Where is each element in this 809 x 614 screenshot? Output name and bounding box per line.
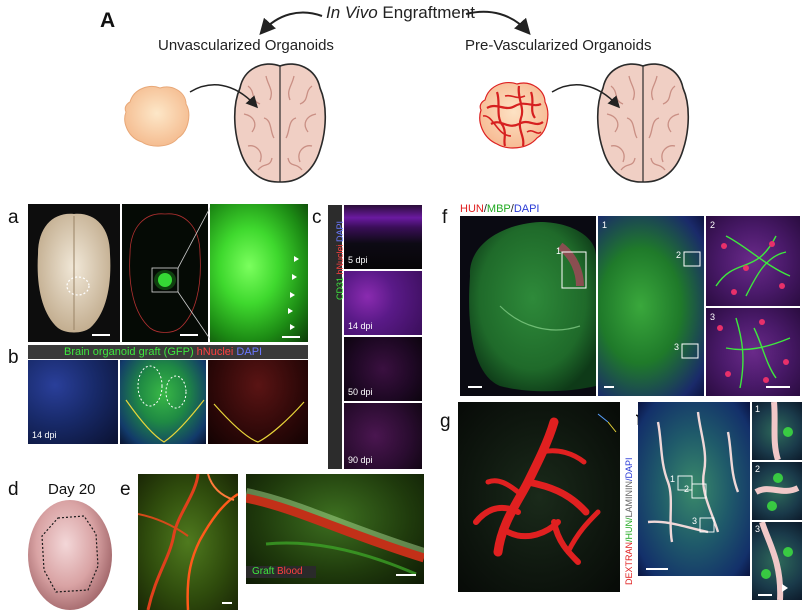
panel-letter-f: f xyxy=(442,207,448,228)
f-zoom-region-2: 2 xyxy=(706,216,800,306)
unvascularized-label: Unvascularized Organoids xyxy=(158,37,334,54)
e-intravital-image-1 xyxy=(138,474,238,610)
cranial-window-photo xyxy=(28,500,112,610)
fluorescent-brain-outline xyxy=(122,204,208,342)
panel-c-sidebar xyxy=(328,205,342,469)
h-box-number-3: 3 xyxy=(692,516,698,526)
legend-laminin: LAMININ xyxy=(624,480,634,518)
legend-hun: HUN xyxy=(460,203,484,215)
legend-h-dapi: /DAPI xyxy=(624,457,634,481)
legend-slash-1: / xyxy=(483,203,487,215)
h-box-number-1: 1 xyxy=(670,474,676,484)
in-vivo-italic: In Vivo xyxy=(326,3,378,22)
legend-mbp: MBP xyxy=(486,203,511,215)
scale-bar xyxy=(468,386,482,388)
e-intravital-image-2 xyxy=(246,474,424,584)
scale-bar xyxy=(282,336,300,338)
h-zoom-number-1: 1 xyxy=(755,404,761,414)
graft-arrow-right xyxy=(551,84,621,109)
graft-arrow-left xyxy=(189,84,259,109)
panel-f-legend: HUN/MBP/DAPI xyxy=(460,203,540,215)
h-zoom-number-3: 3 xyxy=(755,524,761,534)
h-zoom-3: 3 xyxy=(752,522,802,600)
c-timepoint-90: 90 dpi xyxy=(348,455,373,465)
b-timepoint: 14 dpi xyxy=(32,430,57,440)
h-zoom-1: 1 xyxy=(752,402,802,460)
prevascularized-organoid xyxy=(479,81,549,149)
legend-blood: Blood xyxy=(274,566,303,577)
g-3d-vessel-render xyxy=(458,402,620,592)
scale-bar xyxy=(604,386,614,388)
c-image-14dpi: 14 dpi xyxy=(344,271,422,335)
panel-letter-d: d xyxy=(8,479,19,500)
panel-letter-g: g xyxy=(440,411,451,432)
scale-bar xyxy=(646,568,668,570)
h-box-number-2: 2 xyxy=(684,484,690,494)
legend-dextran: DEXTRAN xyxy=(624,541,634,585)
scale-bar xyxy=(222,602,232,604)
unvascularized-organoid xyxy=(124,86,190,147)
f-zoom-region-1: 1 2 3 xyxy=(598,216,704,396)
engraftment-text: Engraftment xyxy=(377,3,475,22)
f-inset-number-1: 1 xyxy=(602,220,608,230)
c-image-50dpi: 50 dpi xyxy=(344,337,422,401)
h-zoom-2: 2 xyxy=(752,462,802,520)
f-zoom-region-3: 3 xyxy=(706,308,800,396)
b-dapi-image: 14 dpi xyxy=(28,360,118,444)
legend-gfp: Brain organoid graft (GFP) xyxy=(64,346,194,358)
scale-bar xyxy=(396,574,416,576)
zoom-lines-a xyxy=(178,204,212,342)
brain-schematic-right xyxy=(596,63,690,183)
panel-letter-b: b xyxy=(8,347,19,368)
scale-bar xyxy=(758,594,772,596)
in-vivo-engraftment-label: In Vivo Engraftment xyxy=(326,3,475,23)
h-zoom-number-2: 2 xyxy=(755,464,761,474)
scale-bar xyxy=(766,386,790,388)
h-vascular-section: 1 2 3 xyxy=(638,402,750,576)
legend-graft: Graft xyxy=(252,566,275,577)
b-merged-image xyxy=(120,360,206,444)
scale-bar xyxy=(92,334,110,336)
panel-e-legend-bar xyxy=(246,566,316,578)
f-inset-number-2: 2 xyxy=(710,220,716,230)
legend-hnuclei: hNuclei xyxy=(193,346,234,358)
f-inset-number-1-overview: 1 xyxy=(556,246,562,256)
panel-e-legend: Graft Blood xyxy=(252,566,303,577)
panel-letter-a: a xyxy=(8,207,19,228)
panel-h-side-label: DEXTRAN/HUN/LAMININ/DAPI xyxy=(624,457,634,585)
whole-brain-photo xyxy=(28,204,120,342)
c-timepoint-5: 5 dpi xyxy=(348,255,368,265)
f-inset-number-3-box: 3 xyxy=(674,342,680,352)
legend-slash-2: / xyxy=(510,203,514,215)
c-image-5dpi: 5 dpi xyxy=(344,205,422,269)
panel-h-sidebar xyxy=(622,402,636,610)
brain-schematic-left xyxy=(233,63,327,183)
f-coronal-section: 1 xyxy=(460,216,596,396)
c-timepoint-14: 14 dpi xyxy=(348,321,373,331)
f-inset-number-3: 3 xyxy=(710,312,716,322)
prevascularized-label: Pre-Vascularized Organoids xyxy=(465,37,652,54)
panel-letter-e: e xyxy=(120,479,131,500)
engraftment-arrows xyxy=(259,10,531,35)
f-inset-number-2-box: 2 xyxy=(676,250,682,260)
graft-zoom-green xyxy=(210,204,308,342)
scale-bar xyxy=(180,334,198,336)
day-label: Day 20 xyxy=(48,481,96,498)
panel-letter-A: A xyxy=(100,9,116,32)
panel-b-legend: Brain organoid graft (GFP) hNuclei DAPI xyxy=(64,346,262,358)
legend-dapi: DAPI xyxy=(233,346,263,358)
legend-f-dapi: DAPI xyxy=(513,203,540,215)
b-hnuclei-image xyxy=(208,360,308,444)
c-image-90dpi: 90 dpi xyxy=(344,403,422,469)
legend-h-hun: /HUN/ xyxy=(624,517,634,542)
panel-letter-c: c xyxy=(312,207,322,228)
c-timepoint-50: 50 dpi xyxy=(348,387,373,397)
panel-b-legend-bar xyxy=(28,345,308,359)
